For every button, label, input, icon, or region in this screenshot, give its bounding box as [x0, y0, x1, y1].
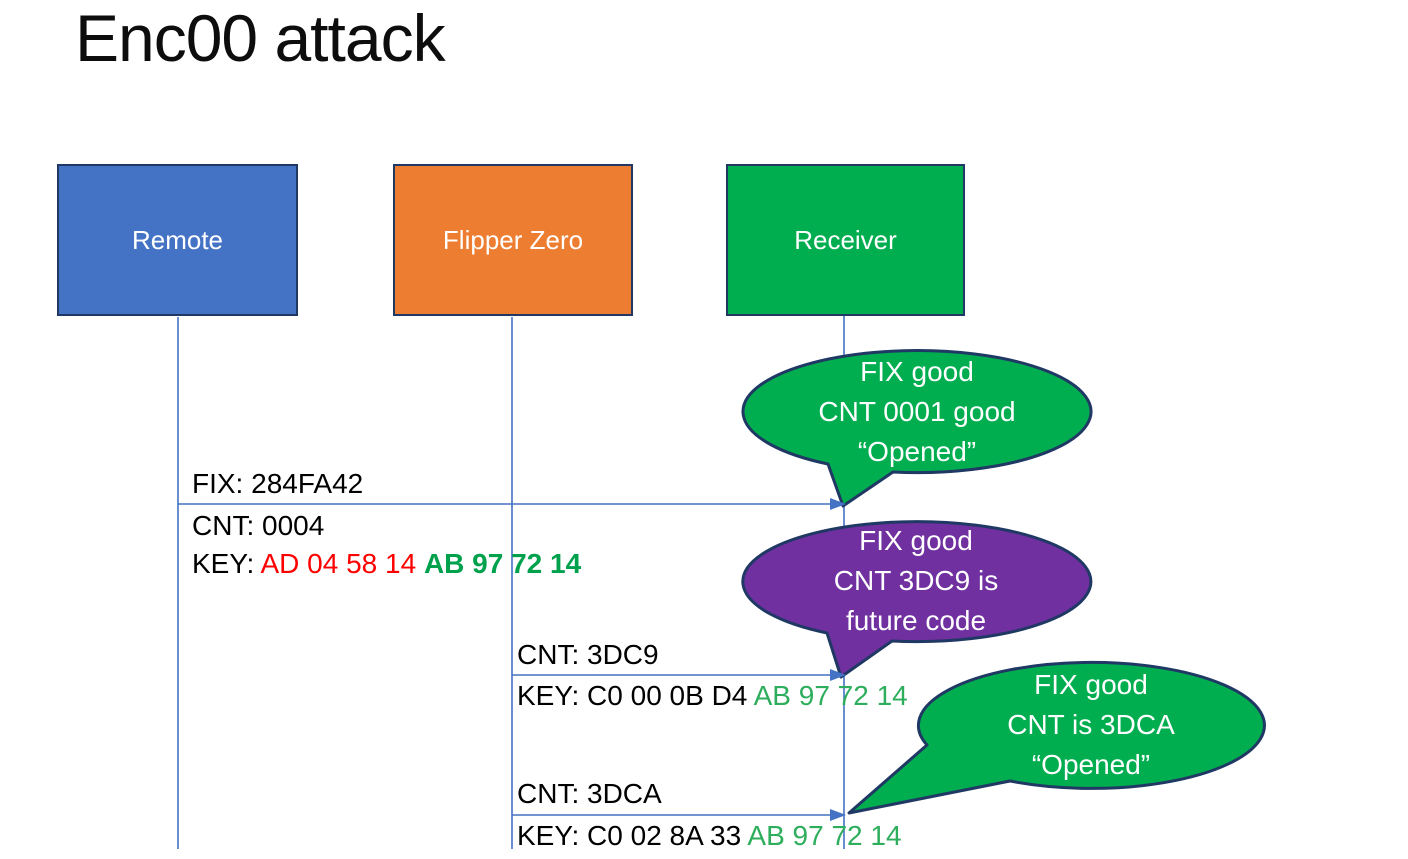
arrowhead-icon — [830, 498, 846, 510]
key-bytes-fixed: AB 97 72 14 — [747, 820, 902, 851]
key-bytes-fixed: AB 97 72 14 — [753, 680, 908, 711]
key-bytes-changed: C0 00 0B D4 — [587, 680, 754, 711]
actor-label-remote: Remote — [131, 224, 224, 255]
message2-cnt-label: CNT: 3DC9 — [517, 639, 659, 670]
actor-box-receiver: Receiver — [726, 164, 965, 316]
actor-label-flipper-zero: Flipper Zero — [442, 224, 584, 255]
arrow-flipper-to-receiver-2 — [512, 809, 846, 821]
message1-key-label: KEY: AD 04 58 14 AB 97 72 14 — [192, 548, 582, 579]
message1-fix-label: FIX: 284FA42 — [192, 468, 364, 499]
message2-key-label: KEY: C0 00 0B D4 AB 97 72 14 — [517, 680, 908, 711]
arrowhead-icon — [830, 809, 846, 821]
message1-cnt-label: CNT: 0004 — [192, 510, 325, 541]
actor-label-receiver: Receiver — [794, 224, 897, 255]
callout-bubble-future-code — [741, 520, 1093, 679]
actor-box-flipper-zero: Flipper Zero — [393, 164, 633, 316]
arrowhead-icon — [830, 669, 846, 681]
arrow-remote-to-receiver — [178, 498, 846, 510]
key-bytes-changed: C0 02 8A 33 — [587, 820, 748, 851]
key-bytes-fixed: AB 97 72 14 — [423, 548, 582, 579]
callout-bubble-opened-2 — [847, 660, 1266, 815]
arrow-flipper-to-receiver-1 — [512, 669, 846, 681]
message3-cnt-label: CNT: 3DCA — [517, 778, 662, 809]
actor-box-remote: Remote — [57, 164, 298, 316]
message3-key-label: KEY: C0 02 8A 33 AB 97 72 14 — [517, 820, 902, 851]
page-title: Enc00 attack — [75, 1, 446, 75]
callout-bubble-opened-1 — [741, 349, 1093, 508]
key-bytes-changed: AD 04 58 14 — [260, 548, 424, 579]
